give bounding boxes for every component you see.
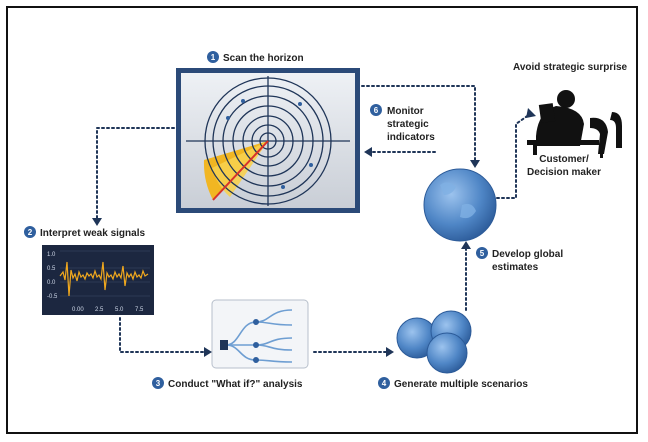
goal-label: Avoid strategic surprise: [513, 62, 628, 73]
radar-icon: [186, 76, 350, 206]
step-6-number: 6: [374, 106, 379, 115]
signal-x-tick-3: 5.0: [115, 307, 124, 313]
step-6-group: 6 Monitor strategic indicators: [370, 104, 435, 143]
signal-y-tick-1: 1.0: [47, 252, 56, 258]
arrow-globe-to-customer: [496, 113, 531, 199]
step-4-badge: [378, 377, 390, 389]
step-5-number: 5: [480, 249, 485, 258]
flow-arrows: [96, 85, 531, 353]
arrow-scan-to-interpret: [96, 127, 175, 219]
customer-label-line1: Customer/: [539, 154, 589, 165]
step-4-label: Generate multiple scenarios: [394, 379, 528, 390]
step-5-badge: [476, 247, 488, 259]
decision-tree-panel: [211, 299, 309, 369]
scenario-globe-3: [426, 332, 468, 374]
decision-tree-icon: [225, 309, 293, 363]
signal-x-tick-2: 2.5: [95, 307, 104, 313]
step-6-badge: [370, 104, 382, 116]
decision-maker-silhouette: [527, 90, 622, 158]
customer-label-line2: Decision maker: [527, 167, 601, 178]
step-1-badge: [207, 51, 219, 63]
signal-y-tick-3: 0.0: [47, 280, 56, 286]
step-5-label-line2: estimates: [492, 262, 539, 273]
step-4-number: 4: [382, 379, 387, 388]
step-1-number: 1: [211, 53, 216, 62]
step-2-badge: [24, 226, 36, 238]
step-1-group: 1 Scan the horizon: [176, 51, 360, 213]
step-6-label-line3: indicators: [387, 132, 435, 143]
global-estimate-globe: [423, 168, 497, 242]
step-2-number: 2: [28, 228, 33, 237]
step-6-label-line1: Monitor: [387, 106, 424, 117]
decision-maker-group: Avoid strategic surprise Customer/ Decis…: [513, 62, 628, 178]
step-2-group: 2 Interpret weak signals 1.0 0.5 0.0 -0.…: [24, 226, 154, 315]
step-2-label: Interpret weak signals: [40, 228, 145, 239]
arrow-interpret-to-whatif: [119, 317, 205, 353]
step-4-group: 4 Generate multiple scenarios: [378, 310, 528, 390]
step-5-group: 5 Develop global estimates: [423, 168, 563, 273]
arrow-heads: [92, 108, 536, 357]
decision-root-node: [220, 340, 228, 350]
step-5-label-line1: Develop global: [492, 249, 563, 260]
step-3-badge: [152, 377, 164, 389]
arrow-scan-to-globe: [361, 85, 476, 161]
step-1-label: Scan the horizon: [223, 53, 304, 64]
step-3-number: 3: [156, 379, 161, 388]
signal-x-tick-1: 0.00: [72, 307, 84, 313]
signal-y-tick-2: 0.5: [47, 266, 56, 272]
weak-signal-line: [59, 261, 149, 297]
step-6-label-line2: strategic: [387, 119, 429, 130]
signal-x-tick-4: 7.5: [135, 307, 144, 313]
signal-y-tick-4: -0.5: [47, 294, 58, 300]
signal-chart: [42, 245, 154, 315]
step-3-group: 3 Conduct "What if?" analysis: [152, 299, 309, 390]
step-3-label: Conduct "What if?" analysis: [168, 379, 303, 390]
